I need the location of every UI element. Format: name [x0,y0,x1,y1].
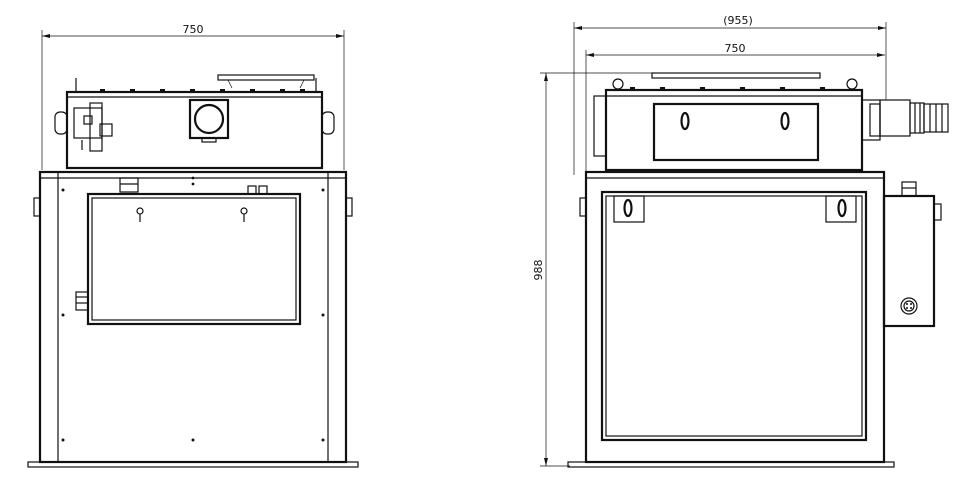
front-width-label: 750 [183,23,204,36]
side-motor [861,99,949,141]
side-junction-box [882,181,942,328]
side-upper-panel [652,102,820,162]
side-base-skid [567,461,895,468]
side-view: (955) 750 988 [532,14,949,468]
front-connector-block [73,102,113,152]
front-lid-plate [217,74,315,81]
side-upper-housing [604,88,864,172]
side-overall-width-dimension: (955) [573,14,887,175]
side-width-dimension: 750 [585,42,885,175]
front-view: 750 [27,23,359,468]
front-base-skid [27,461,359,468]
front-upper-housing [65,90,324,170]
side-width-label: 750 [725,42,746,55]
front-inspection-window [188,98,230,143]
side-overall-width-label: (955) [723,14,753,27]
front-access-panel [86,192,302,326]
side-height-label: 988 [532,260,545,281]
side-access-panel [600,190,868,442]
side-height-dimension: 988 [532,72,660,467]
front-width-dimension: 750 [41,23,345,170]
